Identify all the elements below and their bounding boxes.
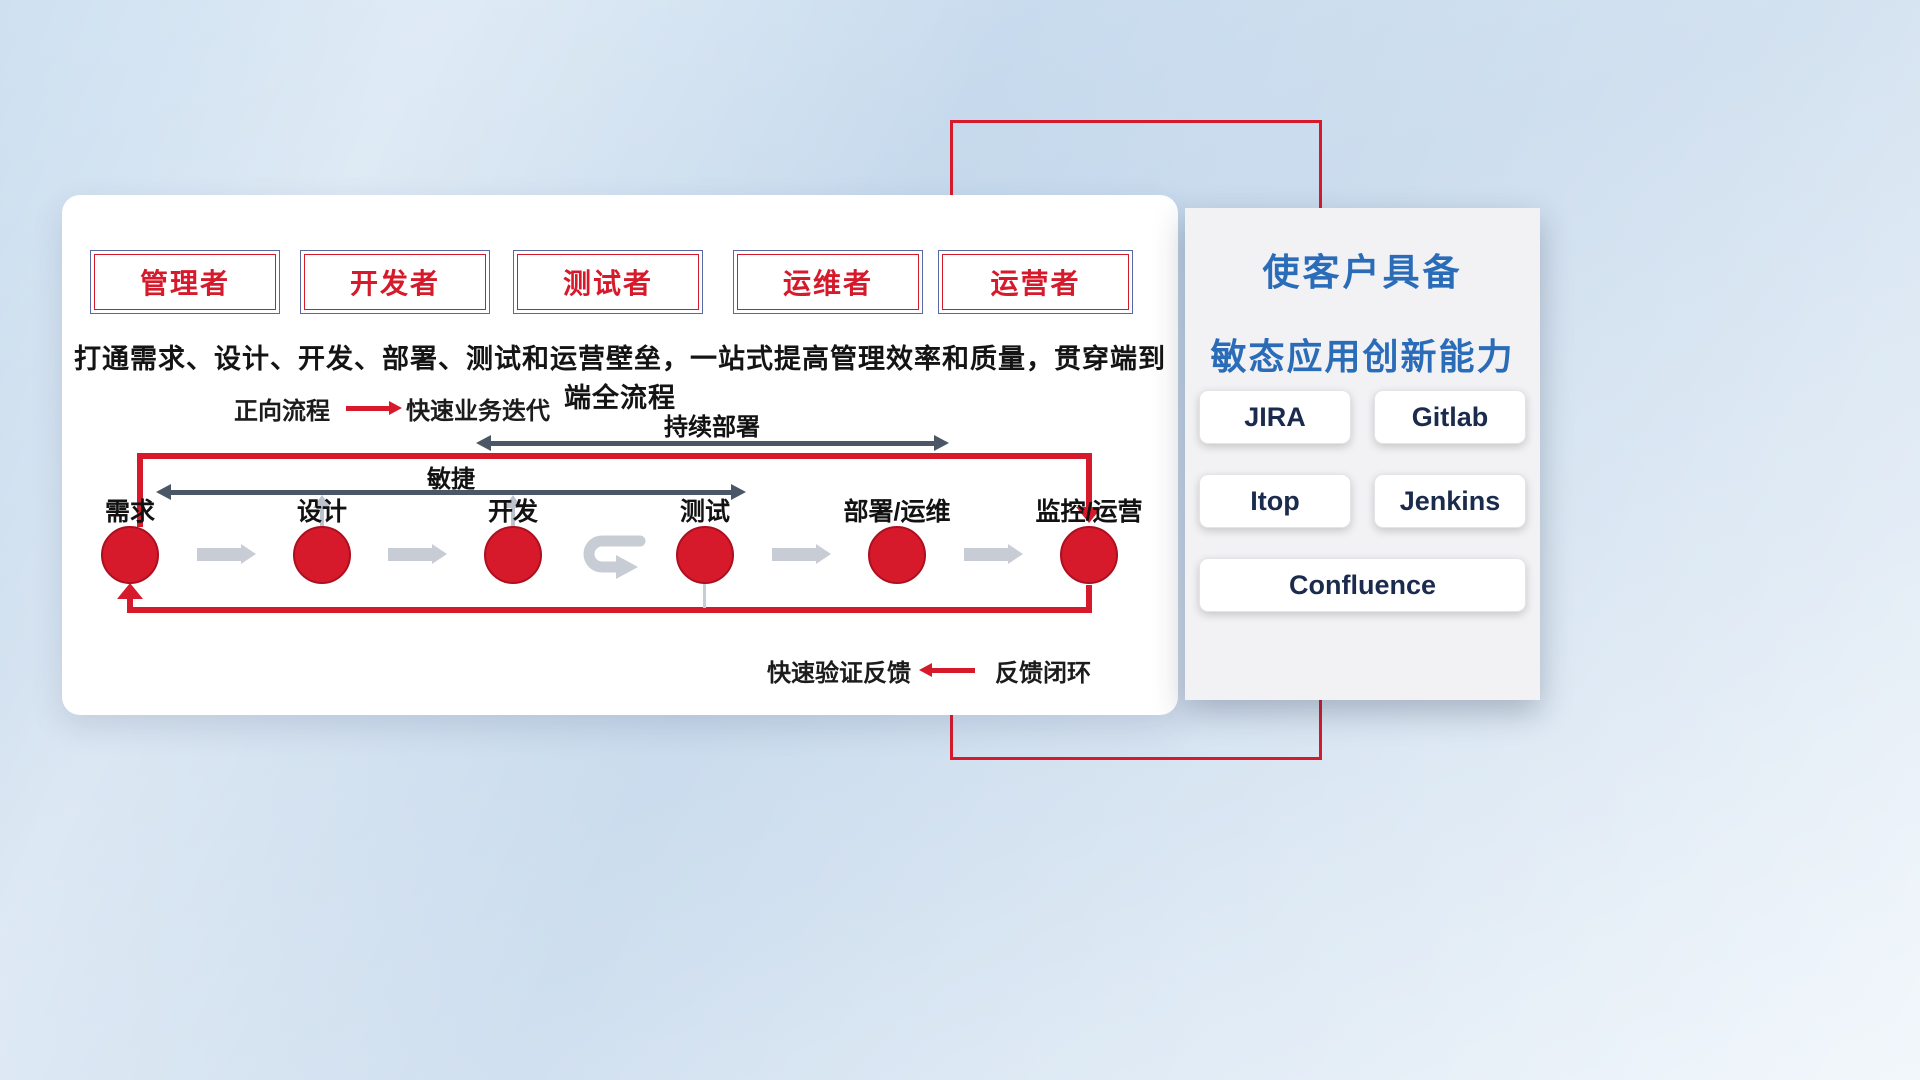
stage-circle — [868, 526, 926, 584]
stage-label: 监控/运营 — [1035, 498, 1143, 526]
tool-jira: JIRA — [1199, 390, 1351, 444]
feedback-loop-line — [127, 607, 1092, 613]
role-label: 管理者 — [139, 268, 230, 299]
forward-loop-line — [137, 453, 1092, 459]
forward-loop-left-stub — [137, 453, 143, 527]
stage-design: 设计 — [252, 498, 392, 584]
agile-label: 敏捷 — [427, 466, 475, 493]
stage-label: 测试 — [679, 498, 730, 526]
stage-deploy-ops: 部署/运维 — [827, 498, 967, 584]
role-label: 运维者 — [782, 268, 873, 299]
flow-arrow-icon — [964, 544, 1023, 564]
stage-circle — [293, 526, 351, 584]
agile-arrow-icon — [156, 484, 746, 500]
flow-arrow-icon — [388, 544, 447, 564]
role-label: 开发者 — [349, 268, 440, 299]
stage-test: 测试 — [635, 498, 775, 584]
role-box-ops: 运维者 — [733, 250, 923, 314]
feedback-loop-arrowhead-icon — [117, 583, 143, 599]
tool-jenkins: Jenkins — [1374, 474, 1526, 528]
tools-panel: 使客户具备 敏态应用创新能力 JIRA Gitlab Itop Jenkins … — [1185, 208, 1540, 700]
stage-circle — [101, 526, 159, 584]
stage-label: 开发 — [487, 498, 538, 526]
forward-loop-arrowhead-icon — [1076, 507, 1102, 523]
role-box-developer: 开发者 — [300, 250, 490, 314]
forward-legend-caption: 快速业务迭代 — [406, 398, 550, 425]
stage-label: 设计 — [296, 498, 347, 526]
feedback-loop-right-stub — [1086, 585, 1092, 609]
stage-circle — [1060, 526, 1118, 584]
test-feedback-stub — [703, 584, 706, 608]
role-label: 测试者 — [562, 268, 653, 299]
stage-label: 需求 — [104, 498, 155, 526]
role-box-operator: 运营者 — [938, 250, 1133, 314]
stage-develop: 开发 — [443, 498, 583, 584]
flow-arrow-icon — [197, 544, 256, 564]
feedback-legend: 快速验证反馈 反馈闭环 — [767, 653, 1091, 688]
forward-loop-right-stub — [1086, 453, 1092, 508]
feedback-loop-left-stub — [127, 599, 133, 609]
panel-title-line2: 敏态应用创新能力 — [1210, 336, 1515, 377]
feedback-legend-caption: 快速验证反馈 — [767, 660, 911, 687]
stage-circle — [676, 526, 734, 584]
stage-requirement: 需求 — [60, 498, 200, 584]
tools-grid: JIRA Gitlab Itop Jenkins Confluence — [1199, 390, 1526, 612]
tool-gitlab: Gitlab — [1374, 390, 1526, 444]
continuous-deploy-label: 持续部署 — [664, 414, 760, 441]
devops-flow-panel: 管理者 开发者 测试者 运维者 运营者 打通需求、设计、开发、部署、测试和运营壁… — [62, 195, 1178, 715]
description-text: 打通需求、设计、开发、部署、测试和运营壁垒，一站式提高管理效率和质量，贯穿端到端… — [74, 344, 1166, 413]
feedback-arrow-icon — [919, 663, 975, 677]
flow-arrow-icon — [772, 544, 831, 564]
iteration-loop-icon — [583, 535, 646, 579]
panel-title-line1: 使客户具备 — [1262, 252, 1463, 293]
forward-arrow-icon — [346, 401, 402, 415]
stage-monitor-ops: 监控/运营 — [1019, 498, 1159, 584]
role-box-manager: 管理者 — [90, 250, 280, 314]
stage-label: 部署/运维 — [843, 498, 951, 526]
tool-confluence: Confluence — [1199, 558, 1526, 612]
role-box-tester: 测试者 — [513, 250, 703, 314]
continuous-deploy-arrow-icon — [476, 435, 949, 451]
feedback-legend-label: 反馈闭环 — [995, 660, 1091, 687]
tool-itop: Itop — [1199, 474, 1351, 528]
forward-legend: 正向流程 快速业务迭代 — [234, 391, 550, 426]
stage-circle — [484, 526, 542, 584]
forward-legend-label: 正向流程 — [234, 398, 330, 425]
role-label: 运营者 — [990, 268, 1081, 299]
